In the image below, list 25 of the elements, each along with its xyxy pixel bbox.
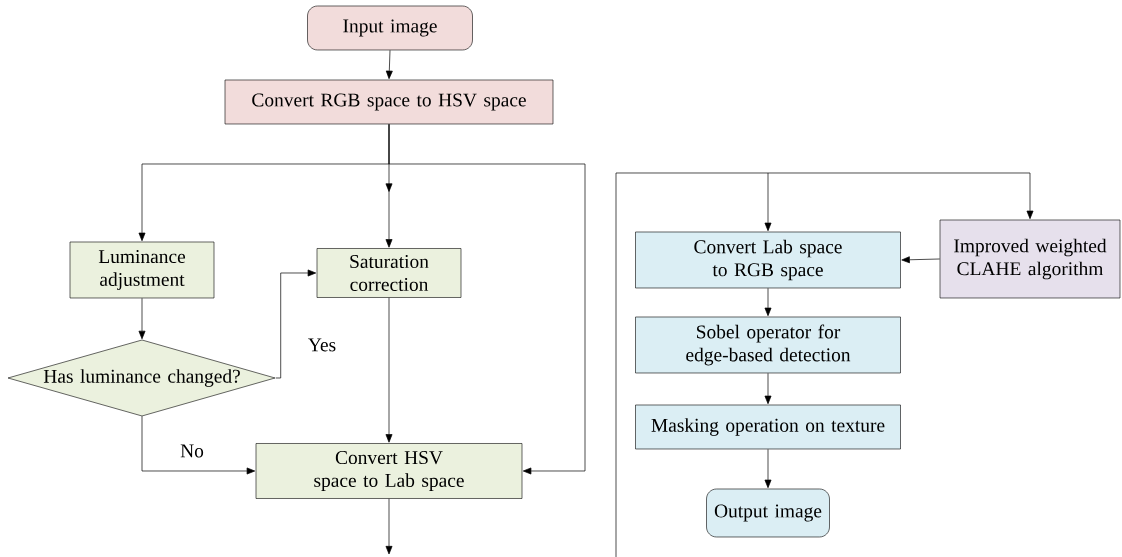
- process-box: Convert HSV space to Lab space: [255, 443, 523, 499]
- process-box: Saturation correction: [316, 248, 462, 298]
- process-box: Sobel operator for edge-based detection: [635, 316, 901, 374]
- arrow: [275, 269, 317, 379]
- arrow: [901, 256, 941, 264]
- process-box: Convert Lab space to RGB space: [635, 231, 901, 289]
- arrow: [388, 123, 586, 475]
- arrow: [767, 172, 1034, 220]
- edge-label: Yes: [306, 337, 338, 353]
- process-box: Improved weighted CLAHE algorithm: [939, 219, 1121, 299]
- arrow: [615, 172, 772, 557]
- arrow: [385, 498, 393, 555]
- process-box: Masking operation on texture: [635, 404, 901, 450]
- arrow: [764, 287, 772, 317]
- process-box: Convert RGB space to HSV space: [224, 79, 554, 125]
- arrow: [385, 49, 393, 80]
- arrow: [138, 297, 146, 340]
- terminal-box: Input image: [307, 5, 473, 51]
- process-box: Luminance adjustment: [69, 241, 215, 299]
- arrow: [385, 297, 393, 443]
- edge-label: No: [179, 443, 205, 459]
- arrow: [141, 415, 256, 475]
- arrow: [764, 372, 772, 405]
- arrow: [764, 448, 772, 489]
- terminal-box: Output image: [706, 488, 830, 538]
